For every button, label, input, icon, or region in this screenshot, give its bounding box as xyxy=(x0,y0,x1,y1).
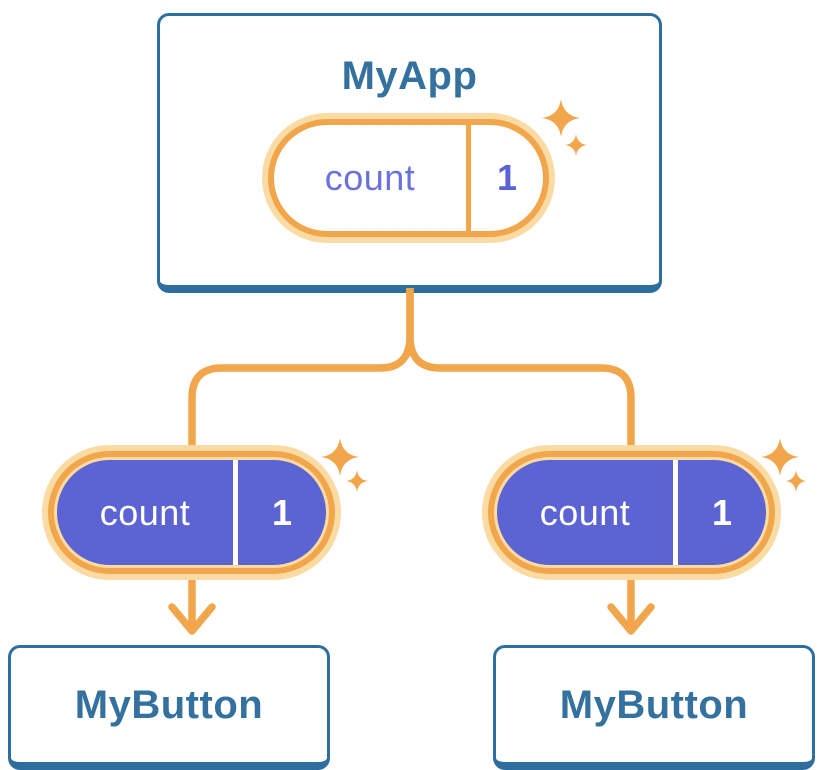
connector-right-branch xyxy=(406,288,635,452)
left-child-component-card: MyButton xyxy=(8,645,330,770)
right-child-component-card: MyButton xyxy=(493,645,815,770)
arrow-left-head-icon xyxy=(168,603,216,635)
pill-divider xyxy=(233,460,238,565)
left-prop-value: 1 xyxy=(271,491,293,533)
pill-divider xyxy=(466,125,471,231)
connector-left-branch xyxy=(188,288,414,452)
right-child-component-title: MyButton xyxy=(559,682,749,727)
left-child-component-title: MyButton xyxy=(74,682,264,727)
left-prop-pill: count 1 xyxy=(42,445,341,580)
right-prop-pill-ring: count 1 xyxy=(488,451,775,574)
root-state-pill-ring: count 1 xyxy=(268,119,549,237)
root-state-name: count xyxy=(324,157,416,198)
right-prop-name: count xyxy=(539,491,631,533)
right-prop-value: 1 xyxy=(711,491,733,533)
arrow-right-head-icon xyxy=(607,603,655,635)
left-prop-pill-ring: count 1 xyxy=(48,451,335,574)
root-state-pill: count 1 xyxy=(262,113,555,243)
root-state-value: 1 xyxy=(496,157,518,198)
right-prop-pill: count 1 xyxy=(482,445,781,580)
left-prop-name: count xyxy=(99,491,191,533)
pill-divider xyxy=(673,460,678,565)
root-component-title: MyApp xyxy=(341,54,478,98)
